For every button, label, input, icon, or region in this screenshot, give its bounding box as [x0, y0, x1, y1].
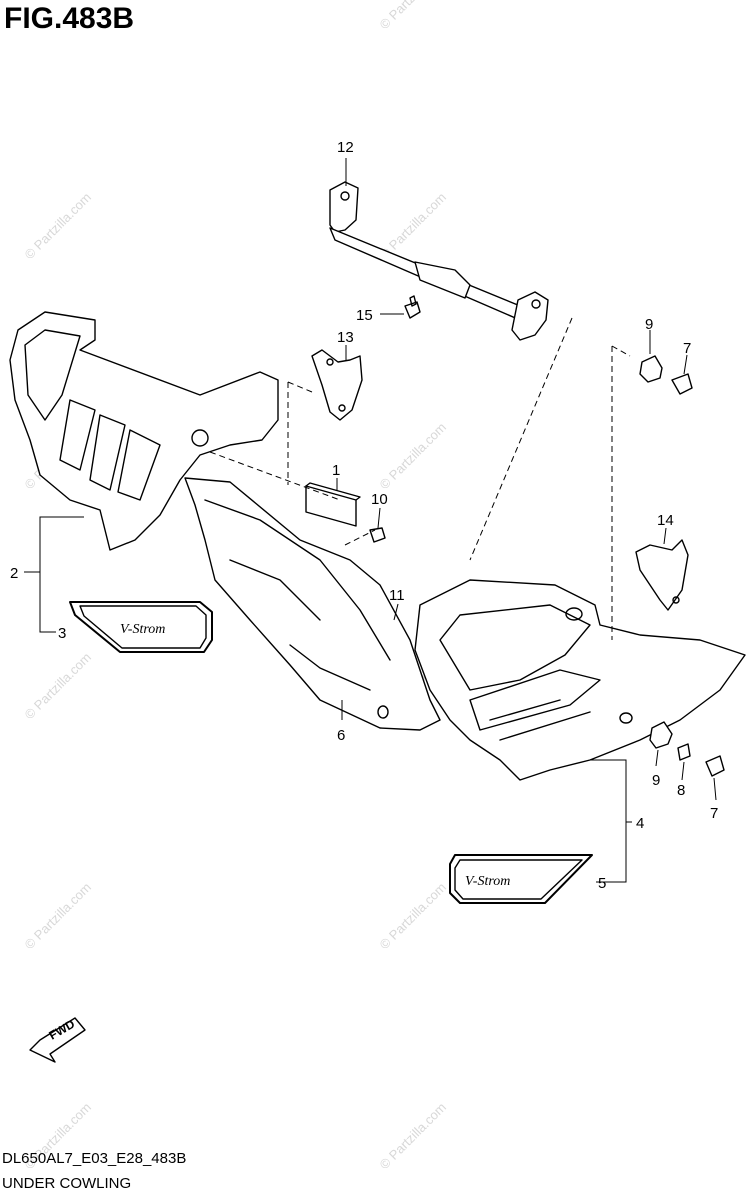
diagram-code: DL650AL7_E03_E28_483B — [2, 1150, 187, 1167]
callout-5: 5 — [598, 875, 606, 892]
callout-11: 11 — [389, 587, 405, 604]
bracket-bar-12 — [329, 181, 549, 341]
fwd-arrow-icon — [29, 1017, 86, 1063]
screw-10 — [369, 527, 386, 543]
callout-7-upper: 7 — [683, 340, 691, 357]
bracket-14 — [635, 539, 689, 611]
watermark: © Partzilla.com — [377, 880, 450, 953]
emblem-5-text: V-Strom — [465, 874, 510, 889]
bracket-13 — [311, 349, 363, 421]
collar-8 — [677, 743, 691, 761]
callout-7-lower: 7 — [710, 805, 718, 822]
callout-8: 8 — [677, 782, 685, 799]
callout-1: 1 — [332, 462, 340, 479]
bolt-7-upper — [671, 373, 693, 395]
callout-12: 12 — [337, 139, 354, 156]
watermark: © Partzilla.com — [22, 190, 95, 263]
bolt-7-lower — [705, 755, 725, 777]
callout-3: 3 — [58, 625, 66, 642]
emblem-3-text: V-Strom — [120, 622, 165, 637]
grommet-9-upper — [639, 355, 663, 383]
callout-15: 15 — [356, 307, 373, 324]
callout-9-upper: 9 — [645, 316, 653, 333]
center-cowling-6 — [184, 477, 441, 731]
callout-2: 2 — [10, 565, 18, 582]
leader-lines — [24, 158, 717, 883]
emblem-3 — [69, 601, 213, 653]
under-cowling-left-2 — [9, 311, 279, 551]
watermark: © Partzilla.com — [22, 650, 95, 723]
emblem-5 — [449, 854, 593, 904]
watermark: © Partzilla.com — [377, 0, 450, 32]
callout-4: 4 — [636, 815, 644, 832]
under-cowling-right-4 — [414, 579, 746, 781]
callouts: 12 15 13 1 10 2 3 11 6 9 7 14 9 8 7 4 5 — [10, 139, 718, 892]
callout-14: 14 — [657, 512, 674, 529]
watermark: © Partzilla.com — [377, 420, 450, 493]
callout-13: 13 — [337, 329, 354, 346]
callout-10: 10 — [371, 491, 388, 508]
watermark: © Partzilla.com — [22, 880, 95, 953]
diagram-name: UNDER COWLING — [2, 1175, 132, 1192]
figure-title: FIG.483B — [4, 2, 135, 35]
grommet-9-lower — [649, 721, 673, 749]
callout-6: 6 — [337, 727, 345, 744]
bolt-15 — [404, 295, 421, 319]
pad-1 — [305, 482, 361, 527]
callout-9-lower: 9 — [652, 772, 660, 789]
watermark: © Partzilla.com — [377, 1100, 450, 1173]
